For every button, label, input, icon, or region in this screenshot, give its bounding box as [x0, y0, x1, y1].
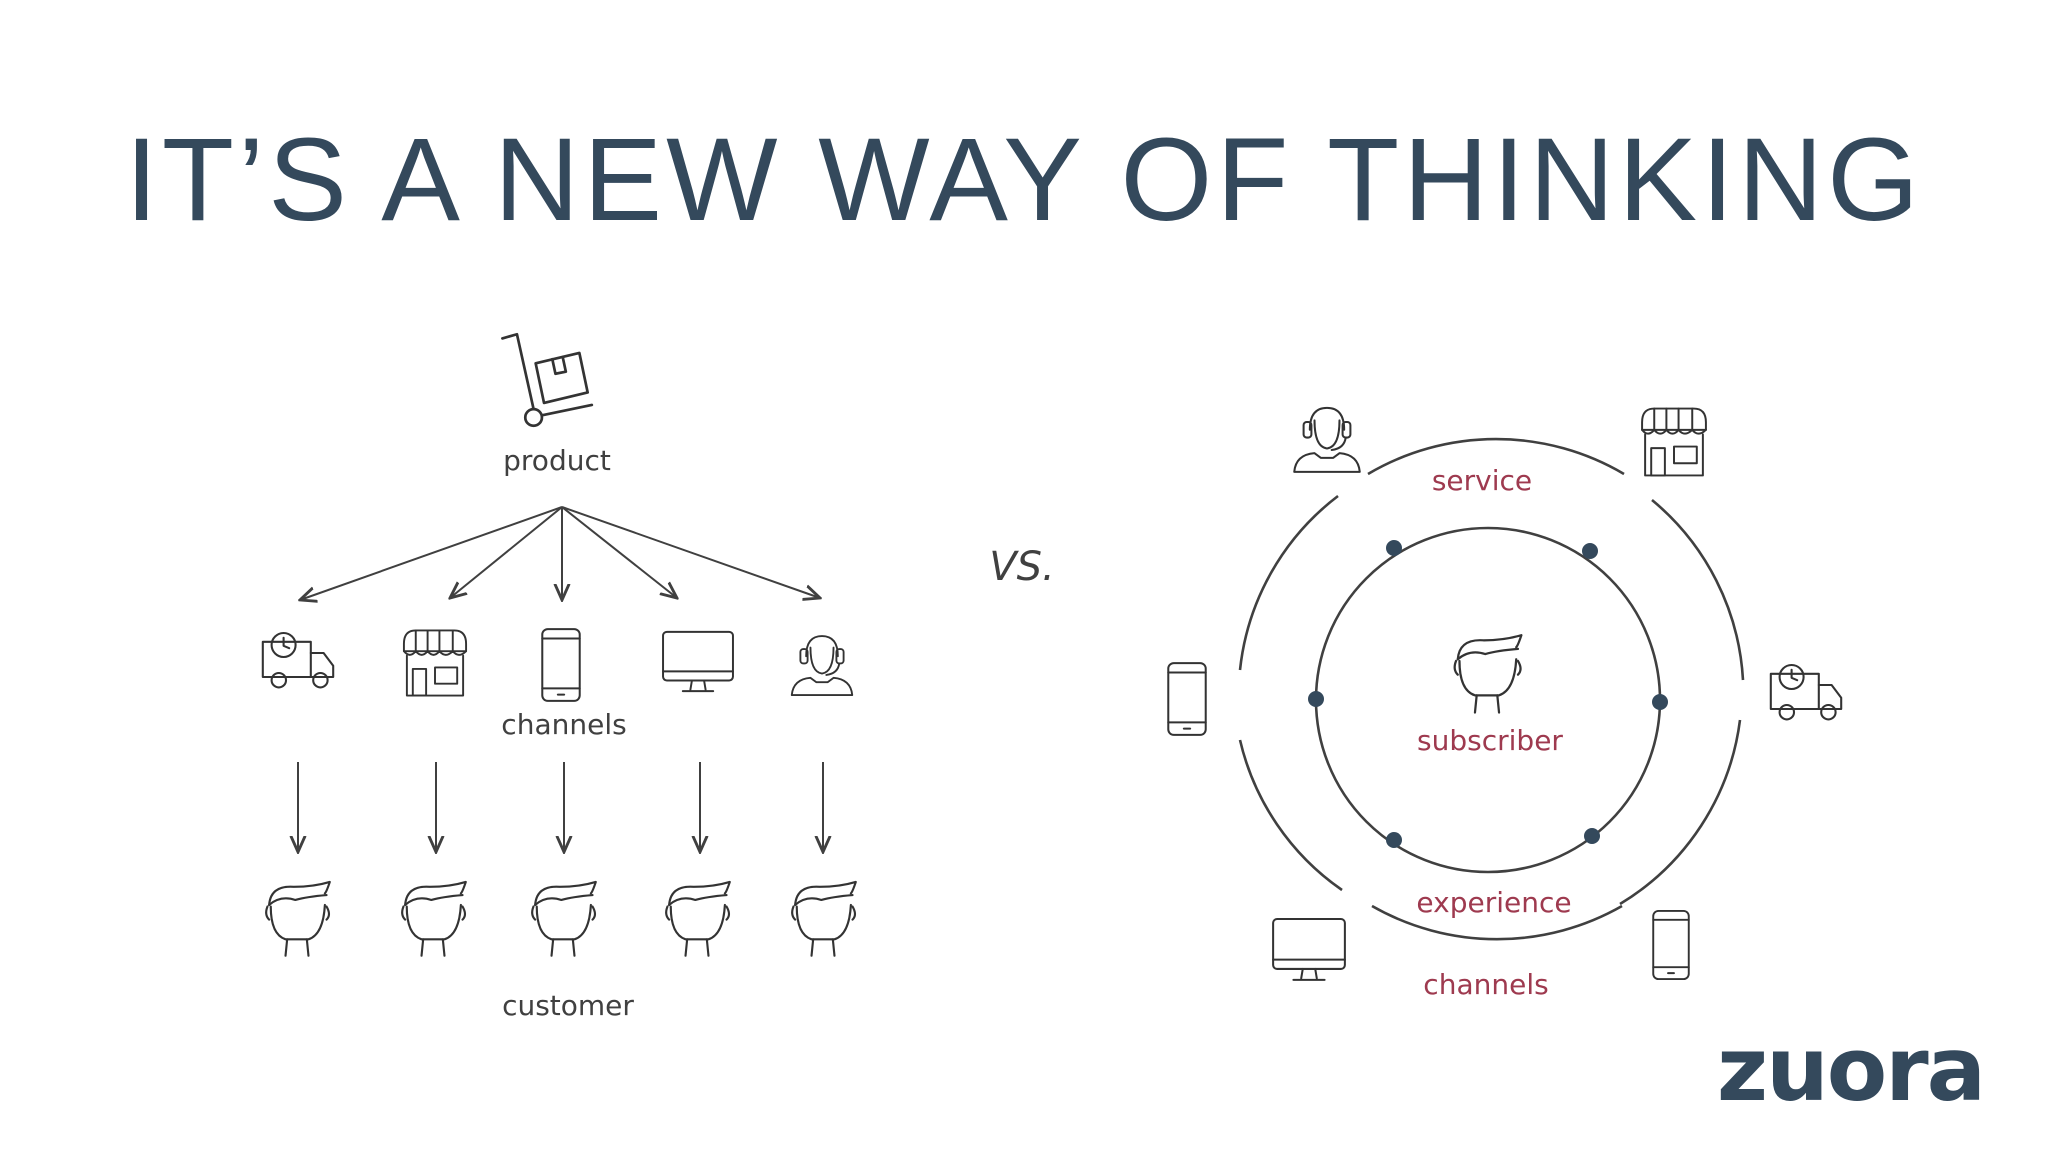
support-agent-icon: [1293, 406, 1361, 473]
phone-icon: [1652, 909, 1690, 981]
left-diagram: product channels: [261, 332, 857, 1022]
fan-out-arrows: [300, 506, 820, 600]
customer-label: customer: [502, 989, 634, 1022]
tablet-icon: [541, 628, 581, 702]
channels-ring-label: channels: [1423, 968, 1548, 1001]
ring-dot: [1582, 543, 1598, 559]
page-title: IT’S A NEW WAY OF THINKING: [125, 114, 1923, 246]
outer-ring-arc-bottom: [1371, 904, 1623, 941]
outer-ring-arc-top: [1367, 437, 1625, 476]
storefront-icon: [402, 629, 468, 697]
arrow-to-store: [450, 506, 563, 598]
product-label: product: [503, 444, 611, 477]
delivery-truck-icon: [1769, 663, 1843, 721]
down-arrows: [298, 762, 823, 852]
tablet-icon: [1166, 661, 1208, 737]
desktop-monitor-icon: [1272, 917, 1346, 981]
cart-icon: [501, 332, 594, 428]
subscriber-label: subscriber: [1417, 724, 1563, 757]
arrow-to-agent: [561, 506, 820, 598]
customer-head-icon: [531, 880, 597, 957]
ring-dot: [1308, 691, 1324, 707]
arrow-to-monitor: [561, 506, 677, 598]
channels-label: channels: [501, 708, 626, 741]
outer-ring-arc-upper-right: [1651, 498, 1745, 681]
inner-ring: [1314, 526, 1662, 874]
outer-ring-arc-lower-left: [1238, 739, 1343, 892]
experience-label: experience: [1416, 886, 1571, 919]
service-label: service: [1432, 464, 1532, 497]
ring-dot: [1584, 828, 1600, 844]
desktop-monitor-icon: [662, 630, 734, 693]
delivery-truck-icon: [261, 631, 335, 689]
right-diagram: subscriber service experience channels: [1166, 406, 1843, 1001]
storefront-icon: [1641, 407, 1707, 477]
customer-head-icon: [265, 880, 331, 957]
channel-icons-row: [261, 628, 854, 702]
outer-ring-arc-lower-right: [1619, 719, 1742, 906]
customer-head-icon: [665, 880, 731, 957]
subscriber-head-icon: [1453, 634, 1523, 714]
outer-ring-arc-upper-left: [1238, 494, 1339, 671]
arrow-to-truck: [300, 506, 563, 600]
ring-dot: [1386, 832, 1402, 848]
support-agent-icon: [790, 635, 854, 697]
customer-head-icon: [791, 880, 857, 957]
inner-ring-dots: [1308, 540, 1668, 848]
vs-label: VS.: [989, 544, 1054, 590]
customer-icons-row: [265, 880, 857, 957]
zuora-logo: zuora: [1717, 1018, 1984, 1121]
customer-head-icon: [401, 880, 467, 957]
ring-dot: [1386, 540, 1402, 556]
ring-dot: [1652, 694, 1668, 710]
